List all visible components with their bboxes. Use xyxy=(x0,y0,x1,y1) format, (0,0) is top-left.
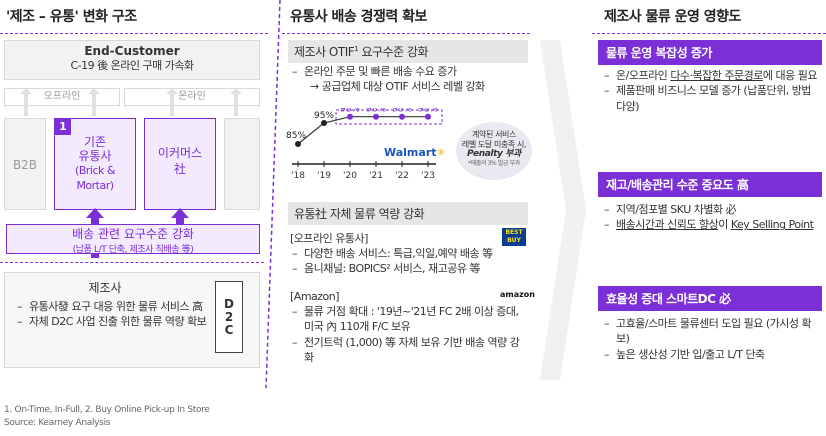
complexity-bullet: 온/오프라인 다수·복잡한 주문경로에 대응 필요 xyxy=(604,68,822,84)
requirement-title: 배송 관련 요구수준 강화 xyxy=(72,227,194,241)
offline-bar: 오프라인 xyxy=(4,88,120,106)
col3-title-divider xyxy=(592,33,826,34)
gray-arrows xyxy=(20,88,242,116)
efficiency-bullet: 고효율/스마트 물류센터 도입 필요 (가시성 확보) xyxy=(604,316,822,347)
data-label: 95% xyxy=(314,111,334,121)
manufacturer-bullet: 자체 D2C 사업 진출 위한 물류 역량 확보 xyxy=(17,314,207,330)
data-point xyxy=(321,120,327,126)
col1-title-divider xyxy=(0,33,268,34)
section-complexity-header: 물류 운영 복잡성 증가 xyxy=(598,40,822,65)
manufacturer-title: 제조사 xyxy=(88,281,122,295)
otif-chart: 85% '18 95% '19 98% '20 98% '21 98% '22 98% '23 xyxy=(286,108,443,180)
col2-title-divider xyxy=(282,33,530,34)
data-point xyxy=(373,113,379,120)
offline-label: 오프라인 xyxy=(43,91,81,102)
logistics-header: 유통社 자체 물류 역량 강화 xyxy=(288,202,528,225)
b2b-label: B2B xyxy=(12,158,38,172)
data-point xyxy=(347,113,353,120)
online-label: 온라인 xyxy=(178,91,206,102)
penalty-callout: 계약된 서비스 레벨 도달 미충족 시, Penalty 부과 *매출의 3% … xyxy=(456,122,532,180)
right-gray-column xyxy=(224,118,260,210)
section-inventory-header: 재고/배송관리 수준 중요도 高 xyxy=(598,172,822,197)
inventory-bullet: 배송시간과 신뢰도 향상이 Key Selling Point xyxy=(604,217,822,233)
data-point xyxy=(295,141,301,147)
traditional-line2: 유통사 xyxy=(78,149,112,164)
chevron-right-icon xyxy=(540,40,586,380)
col2-title: 유통사 배송 경쟁력 확보 xyxy=(290,9,427,25)
delivery-requirement-box: 배송 관련 요구수준 강화 (납품 L/T 단축, 제조사 직배송 等) xyxy=(6,224,260,255)
amazon-logo: amazon xyxy=(500,290,535,299)
number-badge: 1 xyxy=(55,119,71,135)
d2c-box: D 2 C xyxy=(215,281,243,353)
data-label: 98% xyxy=(392,108,412,115)
x-tick-label: '20 xyxy=(343,171,357,180)
amazon-bullet: 전기트럭 (1,000) 等 자체 보유 기반 배송 역량 강화 xyxy=(292,335,528,366)
footnote: 1. On-Time, In-Full, 2. Buy Online Pick-… xyxy=(4,405,210,415)
x-tick-label: '18 xyxy=(291,171,305,180)
data-label: 85% xyxy=(286,131,306,141)
data-point xyxy=(399,113,405,120)
x-tick-label: '19 xyxy=(317,171,331,180)
col3-title: 제조사 물류 운영 영향도 xyxy=(604,9,741,25)
b2b-box: B2B xyxy=(4,118,46,210)
requirement-sub: (납품 L/T 단축, 제조사 직배송 等) xyxy=(72,245,194,255)
x-tick-label: '22 xyxy=(395,171,409,180)
inventory-bullet: 지역/점포별 SKU 차별화 必 xyxy=(604,202,822,218)
traditional-retailer-box: 1 기존 유통사 (Brick & Mortar) xyxy=(54,118,136,210)
offline-bullet: 다양한 배송 서비스: 특급,익일,예약 배송 等 xyxy=(292,246,528,262)
data-point xyxy=(425,113,431,120)
otif-arrow-text: → 공급업체 대상 OTIF 서비스 레벨 강화 xyxy=(310,80,485,94)
online-bar: 온라인 xyxy=(124,88,260,106)
traditional-line3: (Brick & xyxy=(75,163,115,177)
ecommerce-line1: 이커머스 xyxy=(157,146,203,160)
section-efficiency-header: 효율성 증대 스마트DC 必 xyxy=(598,286,822,311)
highlight-box xyxy=(335,109,443,125)
end-customer-box: End-Customer C-19 後 온라인 구매 가속화 xyxy=(4,40,260,80)
traditional-line1: 기존 xyxy=(83,135,107,149)
amazon-head: [Amazon] xyxy=(290,290,340,303)
otif-header: 제조사 OTIF1 요구수준 강화 xyxy=(288,40,528,63)
complexity-bullet: 제품판매 비즈니스 모델 증가 (납품단위, 방법 다양) xyxy=(604,83,822,114)
offline-bullet: 옴니채널: BOPICS² 서비스, 재고공유 等 xyxy=(292,261,528,277)
col1-title: '제조 – 유통' 변화 구조 xyxy=(6,9,137,25)
walmart-logo: Walmart✳ xyxy=(384,146,446,159)
ecommerce-box: 이커머스 社 xyxy=(144,118,216,210)
x-tick-label: '21 xyxy=(369,171,383,180)
manufacturer-box: 제조사 유통사發 요구 대응 위한 물류 서비스 高 자체 D2C 사업 진출 … xyxy=(4,272,260,368)
ecommerce-line2: 社 xyxy=(173,162,186,177)
end-customer-title: End-Customer xyxy=(84,44,180,58)
column-divider xyxy=(265,0,281,389)
source-note: Source: Kearney Analysis xyxy=(4,418,111,428)
manufacturer-bullet: 유통사發 요구 대응 위한 물류 서비스 高 xyxy=(17,299,207,315)
data-label: 98% xyxy=(366,108,386,115)
manufacturer-divider xyxy=(0,262,264,263)
data-label: 98% xyxy=(340,108,360,115)
offline-retailer-head: [오프라인 유통사] xyxy=(290,232,368,245)
efficiency-bullet: 높은 생산성 기반 입/출고 L/T 단축 xyxy=(604,347,822,363)
x-tick-label: '23 xyxy=(421,171,435,180)
data-label: 98% xyxy=(418,108,438,115)
end-customer-sub: C-19 後 온라인 구매 가속화 xyxy=(70,59,194,72)
series-line xyxy=(297,116,428,145)
otif-bullet: 온라인 주문 및 빠른 배송 수요 증가 xyxy=(292,64,528,80)
traditional-line4: Mortar) xyxy=(76,178,114,192)
amazon-bullet: 물류 거점 확대 : '19년~'21년 FC 2배 이상 증대, 미국 內 1… xyxy=(292,304,528,335)
